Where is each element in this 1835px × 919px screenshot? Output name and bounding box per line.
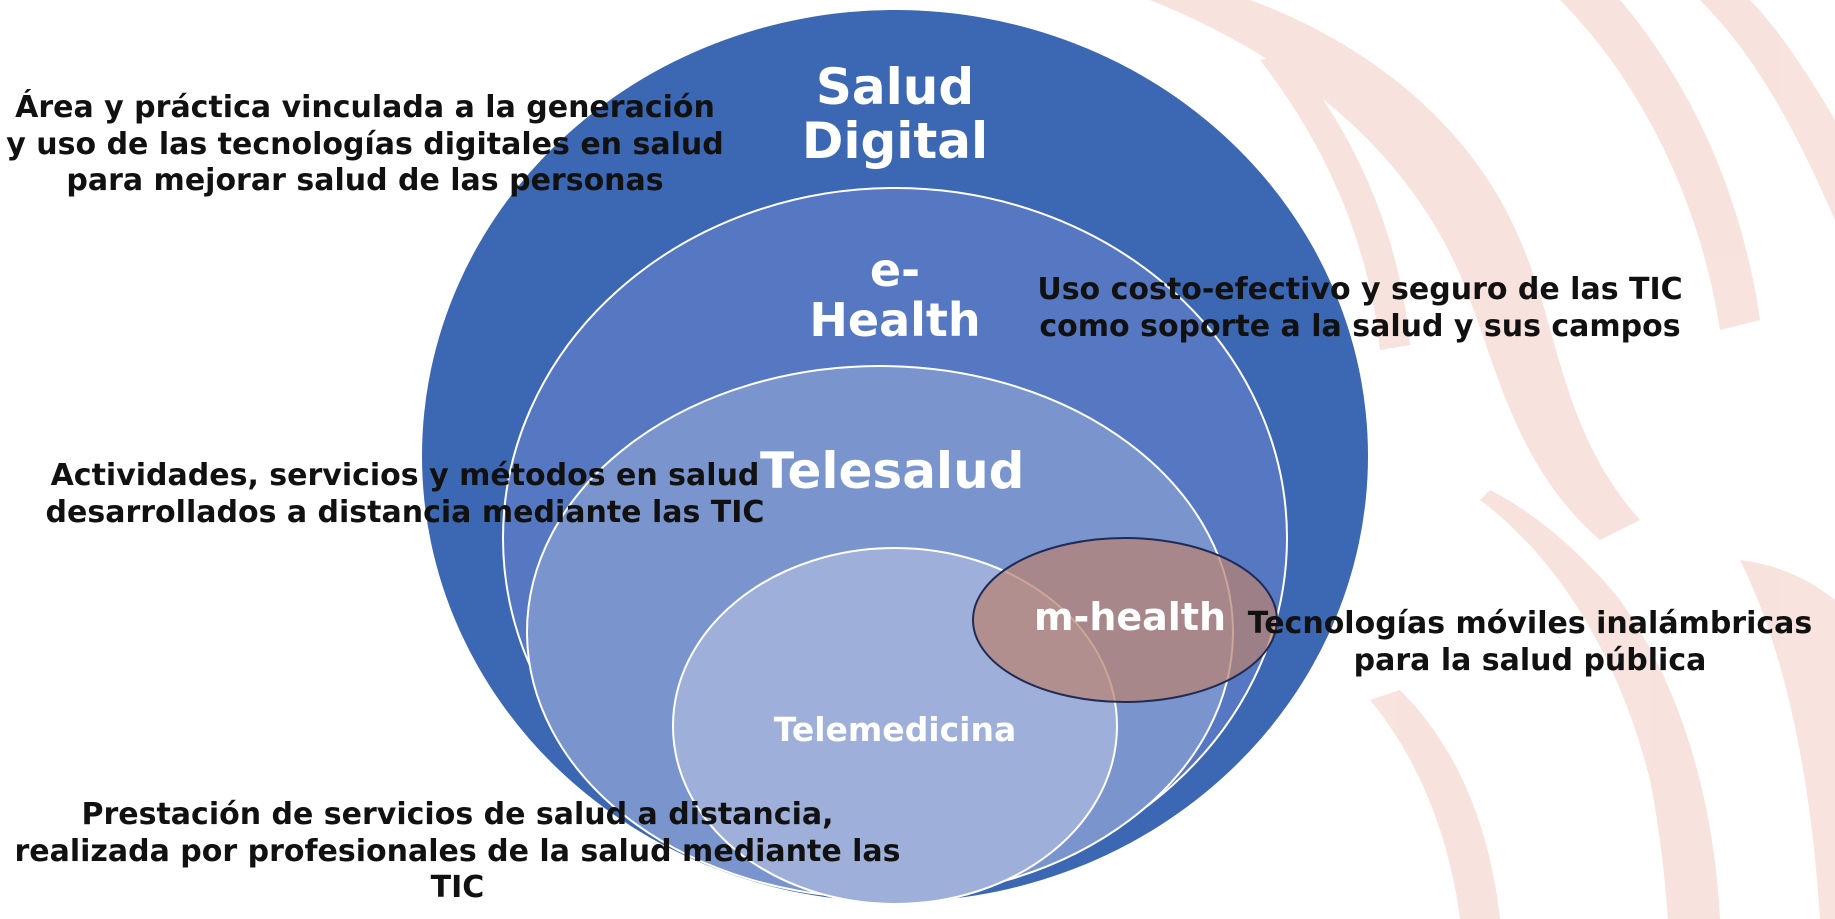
telemedicina-label: Telemedicina [773,710,1017,749]
telemedicina-description: Prestación de servicios de salud a dista… [14,797,901,906]
salud-digital-description: Área y práctica vinculada a la generació… [6,90,724,199]
mhealth-description: Tecnologías móviles inalámbricas para la… [1247,606,1813,678]
mhealth-label: m-health [1033,595,1227,639]
salud-digital-label: Salud Digital [801,58,989,170]
telesalud-label: Telesalud [760,442,1025,500]
ehealth-label-line1: e- [869,243,921,297]
telesalud-description: Actividades, servicios y métodos en salu… [45,458,765,530]
ehealth-label-line2: Health [809,292,981,347]
mhealth-circle [972,537,1278,703]
ehealth-label: e- Health [785,243,1005,347]
ehealth-description: Uso costo-efectivo y seguro de las TIC c… [1037,272,1683,344]
